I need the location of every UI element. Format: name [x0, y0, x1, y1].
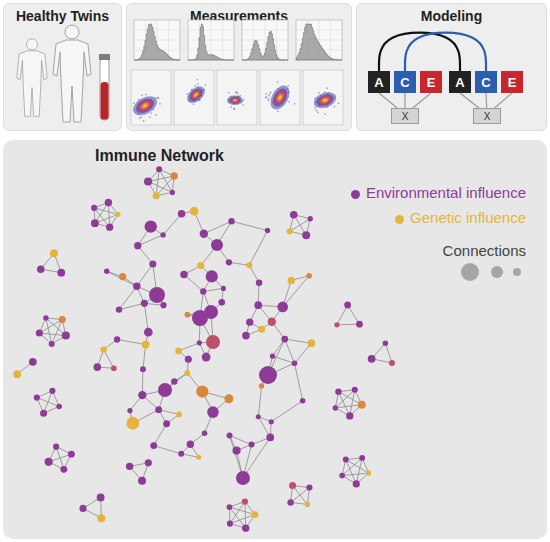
factor-box: A [449, 71, 471, 93]
legend-swatch [395, 215, 404, 224]
node-label: Immune Network [95, 147, 224, 165]
panel: Healthy Twins [3, 3, 122, 131]
legend-label: Genetic influence [410, 209, 526, 226]
node-label: A [374, 75, 383, 90]
node-label: E [427, 75, 436, 90]
factor-box: C [475, 71, 497, 93]
legend-label: Connections [443, 242, 526, 259]
node-label: E [508, 75, 517, 90]
factor-box: A [368, 71, 390, 93]
node-label: Healthy Twins [4, 8, 121, 24]
factor-box: E [501, 71, 523, 93]
panel: ModelingA C E A C E X X [356, 3, 547, 131]
node-label: X [484, 111, 491, 122]
trait-box: X [473, 108, 501, 124]
node-label: Modeling [357, 8, 546, 24]
legend: Environmental influenceGenetic influence… [290, 180, 526, 263]
trait-box: X [391, 108, 419, 124]
legend-entry: Environmental influence [290, 180, 526, 205]
factor-box: C [394, 71, 416, 93]
factor-box: E [420, 71, 442, 93]
node-label: C [400, 75, 409, 90]
legend-entry: Connections [290, 238, 526, 263]
legend-entry: Genetic influence [290, 205, 526, 230]
node-label: C [481, 75, 490, 90]
panel: Measurements [126, 3, 352, 131]
legend-label: Environmental influence [366, 184, 526, 201]
node-label: A [455, 75, 464, 90]
legend-swatch [351, 190, 360, 199]
node-label: X [402, 111, 409, 122]
node-label: Measurements [127, 8, 351, 24]
